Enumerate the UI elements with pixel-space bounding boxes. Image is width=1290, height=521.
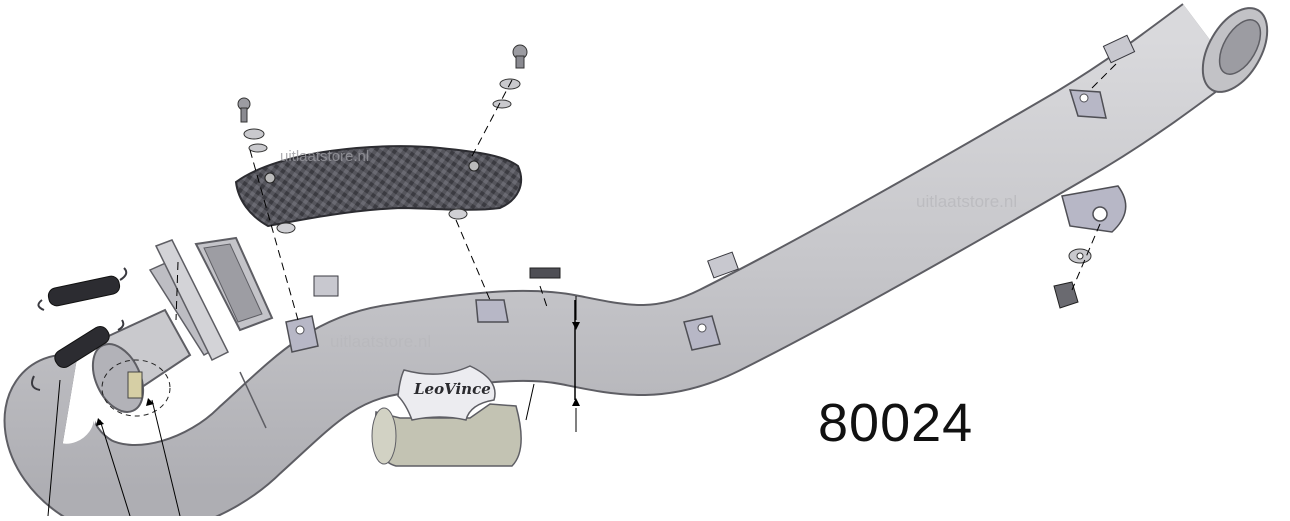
watermark-heatshield: uitlaatstore.nl <box>280 148 370 165</box>
flange-gaskets <box>148 236 274 362</box>
logo-text: LeoVince <box>414 380 491 398</box>
watermark-right: uitlaatstore.nl <box>916 192 1018 211</box>
header-pipe <box>3 3 1269 521</box>
spring-upper <box>37 267 128 311</box>
dimension-arrows <box>96 322 580 426</box>
detail-circle <box>101 359 171 417</box>
part-number: 80024 <box>818 393 974 453</box>
fasteners <box>237 44 1092 309</box>
heat-shield <box>234 145 523 234</box>
logo-clamp <box>371 365 522 467</box>
mount-tabs <box>285 89 1127 353</box>
spring-lower <box>31 319 125 391</box>
clip-nuts <box>313 34 1136 297</box>
o2-sensor-bung <box>127 371 143 399</box>
watermark-center: uitlaatstore.nl <box>330 332 432 351</box>
leader-lines <box>47 63 1117 517</box>
